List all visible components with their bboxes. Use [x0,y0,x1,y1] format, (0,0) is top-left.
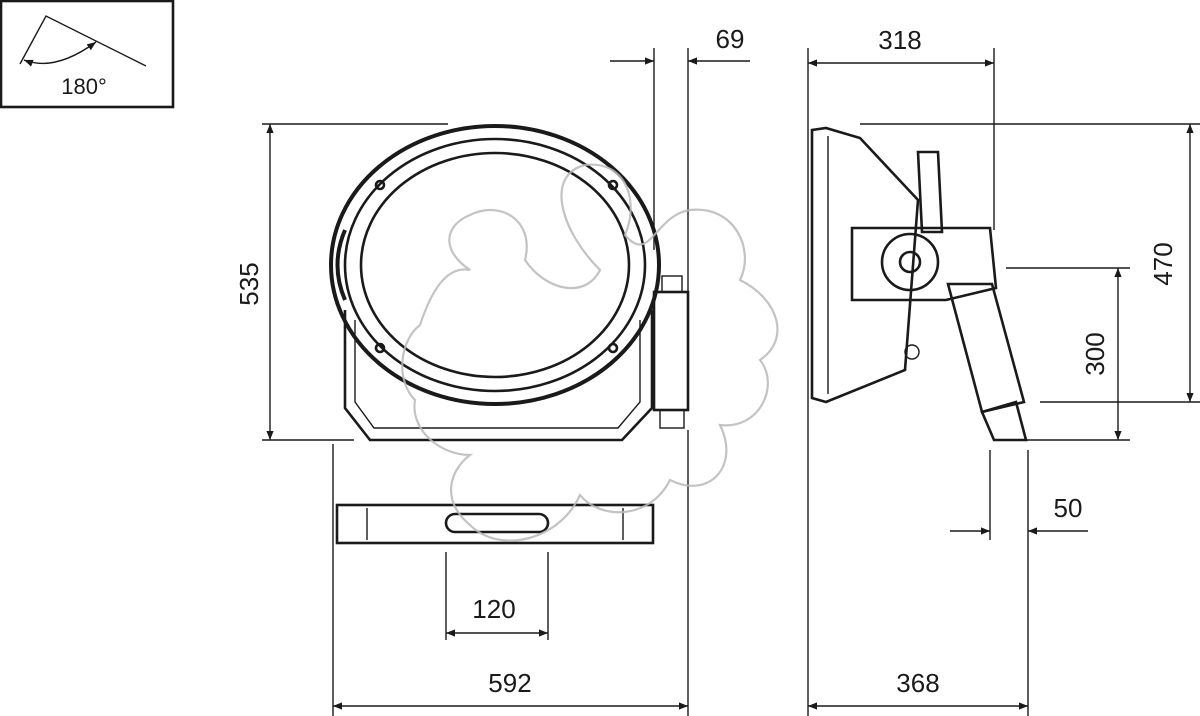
screw-icon [904,344,920,360]
gear-box [652,290,690,412]
side-arm [946,282,1026,414]
pivot-axis-icon [898,250,922,274]
side-housing [810,126,920,404]
side-view [810,126,1028,442]
dim-label-50: 50 [1054,493,1083,523]
side-yoke-block [850,226,998,302]
gear-box-top-cap [661,275,683,293]
watermark-logo [401,163,779,542]
screw-icon [607,342,619,354]
dim-label-300: 300 [1080,332,1110,375]
housing-inner-rim [343,137,647,393]
left-bulge [335,229,347,301]
u-bracket-inner [354,320,641,429]
screw-icon [374,179,386,191]
u-bracket-outer [343,310,654,442]
dim-label-368: 368 [896,668,939,698]
front-glass [359,151,631,379]
gear-box-bottom-cap [659,409,685,429]
extension-lines [262,48,1200,716]
dim-label-69: 69 [716,24,745,54]
dimension-labels: 69 318 535 470 300 50 120 592 368 [234,24,1178,698]
front-view [329,124,690,442]
mounting-plate [335,503,655,545]
mounting-plate-view [335,503,655,545]
dim-label-535: 535 [234,262,264,305]
housing-outer-rim [329,124,661,406]
indicator-frame [0,0,175,109]
angle-label: 180° [61,74,107,99]
tilt-angle-indicator: 180° [0,0,175,109]
dim-label-120: 120 [472,594,515,624]
top-handle [916,150,944,234]
mounting-slot [444,512,550,534]
screw-icon [607,179,619,191]
pivot-hub [880,232,940,292]
screw-icon [374,342,386,354]
dim-label-592: 592 [488,668,531,698]
dim-label-470: 470 [1148,242,1178,285]
dimension-lines [266,57,1194,710]
angle-lines [19,15,147,67]
angle-arc-arrow [23,41,97,67]
dim-label-318: 318 [878,25,921,55]
